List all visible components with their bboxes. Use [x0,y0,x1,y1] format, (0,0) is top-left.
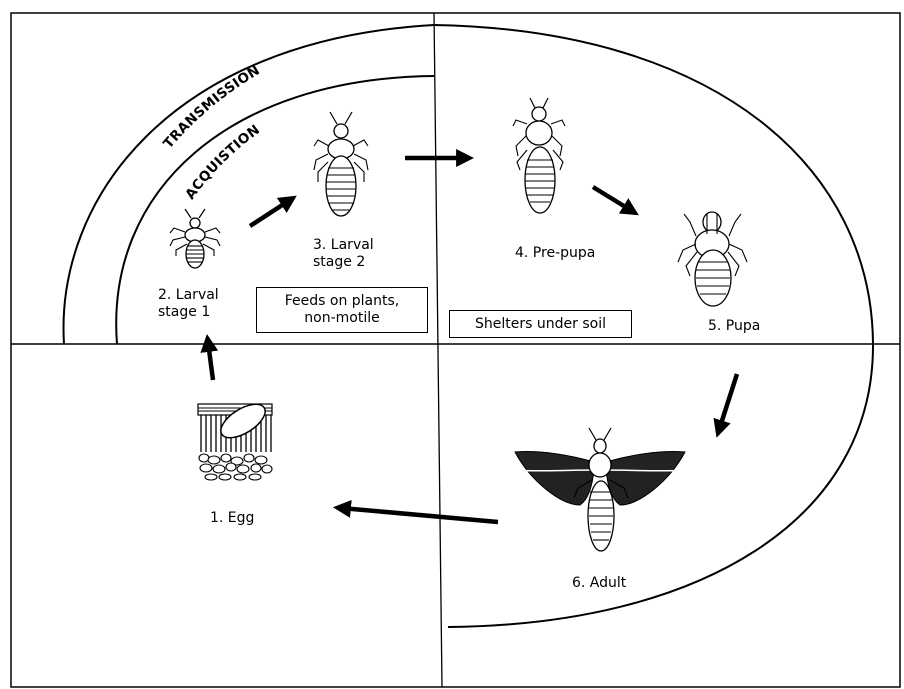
adult-label: 6. Adult [572,575,626,592]
larval-stage-1-illustration [170,209,220,268]
arrow-pupa-to-adult [719,374,737,430]
feeds-box-line-1: Feeds on plants, [257,293,427,310]
larval-stage-1-label: 2. Larval stage 1 [158,287,219,321]
feeds-box-line-2: non-motile [257,310,427,327]
adult-thrips-illustration [515,428,685,551]
larval-stage-1-line-2: stage 1 [158,304,219,321]
arrow-egg-to-larval1 [208,342,213,380]
feeds-on-plants-box: Feeds on plants, non-motile [256,287,428,333]
pupa-label: 5. Pupa [708,318,760,335]
egg-illustration [198,398,272,480]
larval-stage-2-illustration [314,112,368,216]
arrow-larval1-to-larval2 [250,200,290,226]
prepupa-label: 4. Pre-pupa [515,245,595,262]
egg-label: 1. Egg [210,510,254,527]
arrow-adult-to-egg [341,508,498,522]
acquisition-label: ACQUISTION [182,122,263,203]
diagram-frame [11,13,900,687]
prepupa-illustration [513,98,565,213]
pupa-illustration [678,212,747,306]
larval-stage-2-label: 3. Larval stage 2 [313,237,374,271]
shelters-under-soil-box: Shelters under soil [449,310,632,338]
arrow-prepupa-to-pupa [593,187,632,211]
larval-stage-1-line-1: 2. Larval [158,287,219,304]
vertical-divider [434,13,442,687]
larval-stage-2-line-1: 3. Larval [313,237,374,254]
larval-stage-2-line-2: stage 2 [313,254,374,271]
